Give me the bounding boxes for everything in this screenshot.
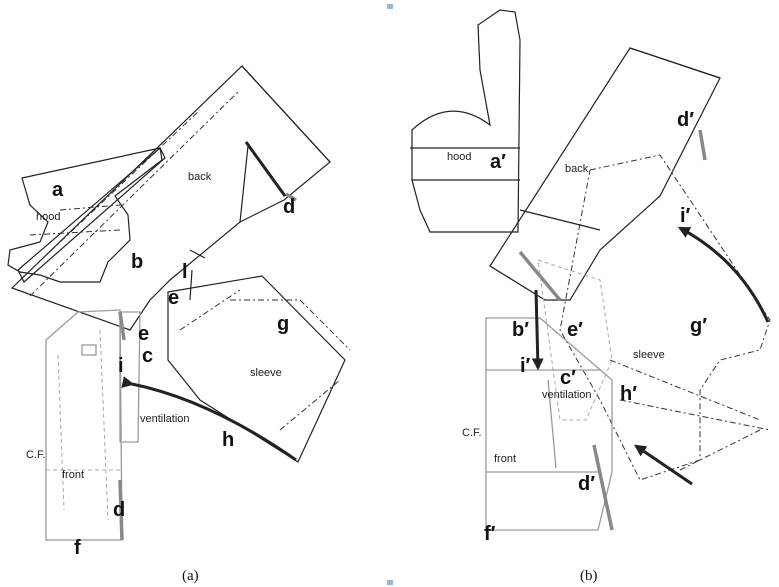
- sleeve-label-b: sleeve: [633, 349, 665, 361]
- hood-label-a: hood: [36, 211, 60, 223]
- back-label-b: back: [565, 163, 589, 175]
- panel-a: hood back sleeve ventilation C.F. front …: [7, 65, 351, 584]
- marker-b: b: [131, 251, 143, 273]
- marker-l: l: [182, 261, 188, 283]
- cf-label-a: C.F.: [26, 449, 46, 461]
- sleeve-piece-b: [559, 154, 771, 481]
- back-label-a: back: [188, 171, 212, 183]
- marker-f: f: [74, 537, 81, 559]
- marker-d-bottom: d: [113, 499, 125, 521]
- marker-e-prime: e′: [567, 319, 583, 341]
- hood-piece: [7, 147, 163, 283]
- marker-h-prime: h′: [620, 383, 637, 405]
- panel-b: hood back sleeve ventilation C.F. front …: [410, 9, 771, 584]
- ventilation-label-b: ventilation: [542, 389, 592, 401]
- front-piece-b: [485, 317, 613, 531]
- marker-f-prime: f′: [484, 523, 496, 545]
- front-label-b: front: [494, 453, 516, 465]
- marker-c: c: [142, 345, 153, 367]
- marker-a: a: [52, 179, 64, 201]
- front-piece: [45, 309, 123, 541]
- front-label-a: front: [62, 469, 84, 481]
- page-marker-top: [387, 4, 393, 9]
- marker-a-prime: a′: [490, 151, 506, 173]
- marker-d-prime-top: d′: [677, 109, 694, 131]
- marker-d-top: d: [283, 196, 295, 218]
- marker-c-prime: c′: [560, 367, 576, 389]
- ventilation-piece-b: [537, 259, 613, 421]
- marker-b-prime: b′: [512, 319, 529, 341]
- marker-e-top: e: [168, 287, 179, 309]
- sleeve-piece: [167, 275, 346, 463]
- marker-d-prime-bottom: d′: [578, 473, 595, 495]
- marker-e-mid: e: [138, 323, 149, 345]
- caption-a: (a): [182, 568, 199, 584]
- back-piece-b: [489, 47, 721, 301]
- marker-i: i: [118, 355, 124, 377]
- marker-i-prime-mid: i′: [520, 355, 531, 377]
- marker-h: h: [222, 429, 234, 451]
- sleeve-label-a: sleeve: [250, 367, 282, 379]
- cf-label-b: C.F.: [462, 427, 482, 439]
- marker-g: g: [277, 313, 289, 335]
- page-marker-bottom: [387, 580, 393, 585]
- ventilation-label-a: ventilation: [140, 413, 190, 425]
- caption-b: (b): [580, 568, 598, 584]
- hood-label-b: hood: [447, 151, 471, 163]
- ventilation-piece: [119, 311, 141, 443]
- marker-i-prime-top: i′: [680, 205, 691, 227]
- marker-g-prime: g′: [690, 315, 707, 337]
- hood-piece-b: [411, 9, 521, 233]
